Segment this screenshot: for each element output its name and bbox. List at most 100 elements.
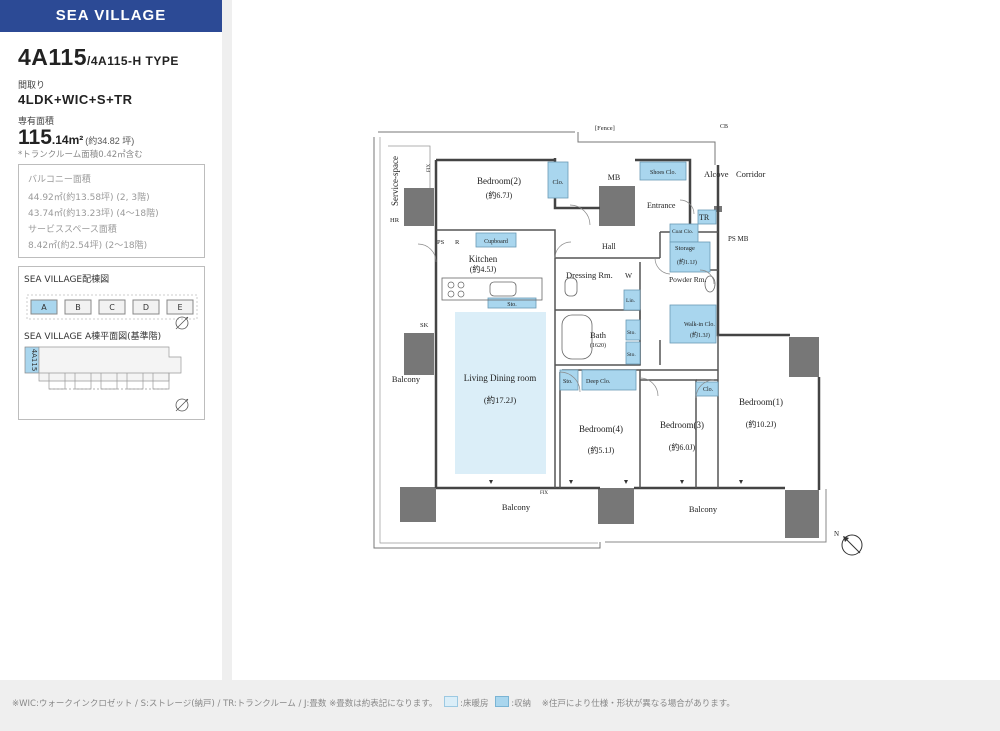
- heated-floor-living: [455, 312, 546, 474]
- site-map-box: SEA VILLAGE配棟図 A B C D E SEA VILLAGE A棟平…: [18, 266, 205, 420]
- bedroom1-size: (約10.2J): [746, 419, 777, 429]
- hr-label: HR: [390, 217, 400, 224]
- tr-label: TR: [699, 213, 710, 222]
- storage-kitchen-sto: [487, 297, 537, 309]
- fence-label: [Fence]: [595, 125, 615, 132]
- kitchen-label: Kitchen: [469, 254, 498, 264]
- bedroom1-label: Bedroom(1): [739, 397, 783, 407]
- living-size: (約17.2J): [484, 395, 517, 405]
- bedroom3-label: Bedroom(3): [660, 420, 704, 430]
- bedroom2-label: Bedroom(2): [477, 176, 521, 186]
- corridor-label: Corridor: [736, 169, 765, 179]
- heated-floor-label: :床暖房: [460, 699, 489, 709]
- floor-map-unit-tag: 4A115: [30, 349, 38, 372]
- w-label: W: [625, 271, 633, 280]
- kitchen-size: (約4.5J): [470, 264, 497, 274]
- balcony-label-center: Balcony: [502, 502, 531, 512]
- storage-bath-sto1: [625, 319, 641, 341]
- unit-type-main: 4A115: [18, 44, 88, 70]
- entrance-label: Entrance: [647, 201, 676, 210]
- storage-sto-small: [559, 369, 579, 391]
- wash-basin: [564, 277, 578, 297]
- coat-clo-label: Coat Clo.: [672, 229, 694, 235]
- bath-sto-label-2: Sto.: [627, 352, 636, 358]
- site-label-e: E: [177, 303, 182, 312]
- site-map-title: SEA VILLAGE配棟図: [24, 275, 110, 285]
- floor-map-compass-icon: [175, 398, 189, 412]
- legend-footer: ※WIC:ウォークインクロゼット / S:ストレージ(納戸) / TR:トランク…: [12, 696, 735, 709]
- brand-header: SEA VILLAGE: [0, 0, 222, 32]
- balcony-area-line1: 44.92㎡(約13.58坪) (2, 3階): [28, 193, 150, 203]
- site-label-a: A: [41, 303, 47, 312]
- bedroom3-size: (約6.0J): [669, 442, 696, 452]
- site-block-b: [64, 299, 92, 315]
- deep-clo-label: Deep Clo.: [586, 379, 611, 385]
- bedroom2-size: (約6.7J): [486, 190, 513, 200]
- living-label: Living Dining room: [464, 373, 537, 383]
- bedroom4-label: Bedroom(4): [579, 424, 623, 434]
- unit-type: 4A115/4A115-H TYPE: [18, 44, 179, 71]
- north-compass-icon: [841, 534, 863, 556]
- info-sidebar: SEA VILLAGE 4A115/4A115-H TYPE 間取り 4LDK+…: [0, 0, 222, 680]
- layout-value: 4LDK+WIC+S+TR: [18, 92, 133, 107]
- area-label: 専有面積: [18, 117, 55, 127]
- bathtub: [561, 314, 593, 360]
- floor-plan: [Fence] CB Service-space FIX HR PS R SK …: [373, 124, 863, 556]
- storage-wic: [669, 304, 717, 344]
- balcony-label-left: Balcony: [392, 374, 421, 384]
- site-block-c: [98, 299, 126, 315]
- powder-label: Powder Rm.: [669, 275, 707, 284]
- floor-plan-panel: [Fence] CB Service-space FIX HR PS R SK …: [232, 0, 1000, 680]
- site-label-d: D: [143, 303, 149, 312]
- kitchen-sink: [489, 281, 517, 297]
- site-block-d: [132, 299, 160, 315]
- area-tsubo: (約34.82 坪): [85, 136, 135, 146]
- storage-bedroom2-clo: [547, 161, 569, 199]
- small-sto-label: Sto.: [563, 379, 573, 385]
- shoes-clo-label: Shoes Clo.: [650, 170, 677, 176]
- storage-lin: [623, 289, 641, 311]
- fix-label-bottom: FIX: [540, 491, 548, 496]
- toilet: [704, 275, 716, 293]
- bath-size: (1620): [590, 342, 606, 349]
- kitchen-sto-label: Sto.: [507, 302, 517, 308]
- balcony-area-line2: 43.74㎡(約13.23坪) (4〜18階): [28, 209, 159, 219]
- storage-deep-clo: [581, 369, 637, 391]
- spec-note: ※住戸により仕様・形状が異なる場合があります。: [541, 699, 735, 709]
- balcony-area-label: バルコニー面積: [28, 175, 91, 185]
- layout-label: 間取り: [18, 81, 46, 91]
- bath-sto-label-1: Sto.: [627, 330, 636, 336]
- heated-floor-swatch: [444, 696, 459, 707]
- cb-label: CB: [720, 124, 728, 130]
- wic-size: (約1.3J): [690, 331, 710, 339]
- storage-bath-sto2: [625, 341, 641, 365]
- balcony-label-right: Balcony: [689, 504, 718, 514]
- ps-mb-label: PS MB: [728, 235, 749, 243]
- bedroom2-clo-label: Clo.: [552, 179, 563, 186]
- bath-label: Bath: [590, 330, 607, 340]
- dressing-label: Dressing Rm.: [566, 270, 613, 280]
- lin-label: Lin.: [626, 298, 636, 304]
- site-map: A B C D E: [26, 294, 198, 330]
- floor-area: 115.14m²(約34.82 坪): [18, 126, 134, 150]
- site-block-e: [166, 299, 194, 315]
- storage-cupboard: [475, 232, 517, 248]
- kitchen-counter: [441, 277, 543, 301]
- site-label-b: B: [75, 303, 81, 312]
- north-label: N: [834, 530, 839, 538]
- mb-label: MB: [608, 173, 620, 182]
- fix-label-top: FIX: [427, 164, 432, 172]
- site-compass-icon: [175, 316, 189, 330]
- storage-tr: [697, 209, 717, 225]
- storage-swatch: [495, 696, 510, 707]
- site-label-c: C: [109, 303, 115, 312]
- alcove-label: Alcove: [704, 169, 729, 179]
- unit-type-sub: /4A115-H TYPE: [87, 54, 179, 68]
- floor-map-title: SEA VILLAGE A棟平面図(基準階): [24, 332, 162, 342]
- wic-label: Walk-in Clo.: [684, 322, 715, 328]
- trunk-note: *トランクルーム面積0.42㎡含む: [18, 150, 143, 160]
- hall-label: Hall: [602, 242, 617, 251]
- storage-label: Storage: [675, 245, 695, 252]
- bedroom1-clo-label: Clo.: [703, 387, 714, 393]
- area-dec: .14m²: [51, 133, 84, 147]
